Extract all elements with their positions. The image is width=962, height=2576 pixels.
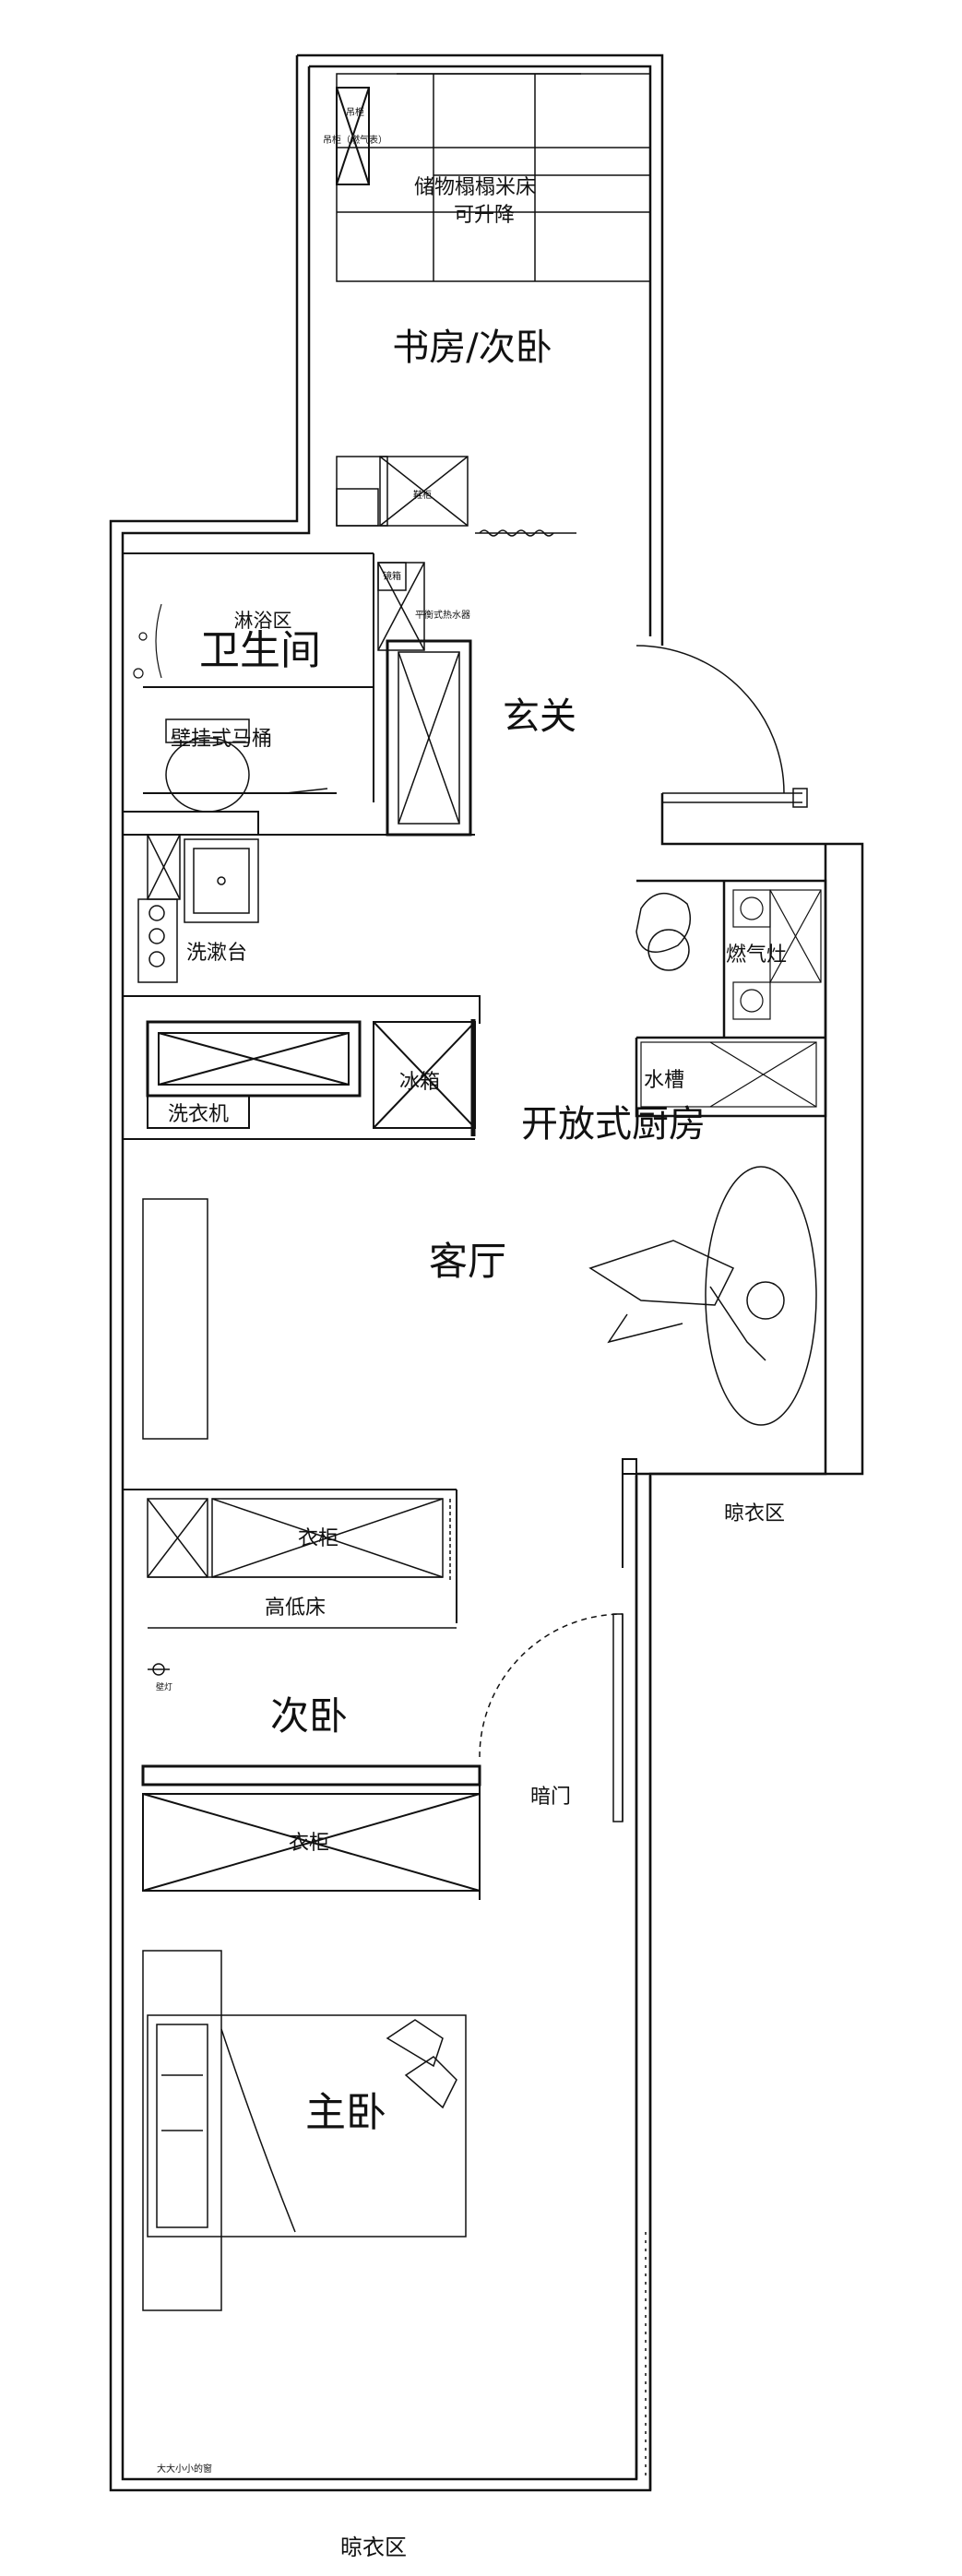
note-window: 大大小小的窗 xyxy=(157,2463,212,2475)
boiler-cabinet xyxy=(336,87,370,185)
entrance-cabinets xyxy=(377,562,472,837)
master-bed xyxy=(142,1950,467,2311)
label-fridge: 冰箱 xyxy=(399,1071,440,1094)
sink-unit xyxy=(640,1041,817,1108)
partition-walls xyxy=(123,1458,637,1623)
room-label-master-bedroom: 主卧 xyxy=(305,2089,386,2136)
washer-fridge-row xyxy=(123,995,481,1140)
label-shower: 淋浴区 xyxy=(234,610,292,632)
label-balcony-south: 晾衣区 xyxy=(340,2534,407,2560)
note-sconce: 壁灯 xyxy=(156,1681,172,1692)
bottom-wardrobe xyxy=(141,1764,481,1900)
second-bedroom-furniture xyxy=(147,1498,457,1676)
room-label-kitchen: 开放式厨房 xyxy=(521,1103,706,1146)
note-boiler-a: 吊柜（燃气表） xyxy=(323,134,387,146)
label-washbasin: 洗漱台 xyxy=(186,942,247,965)
label-sink: 水槽 xyxy=(644,1069,684,1092)
room-label-entrance: 玄关 xyxy=(503,695,576,738)
note-shoe: 鞋柜 xyxy=(413,489,432,501)
master-window xyxy=(148,2232,647,2480)
label-washer: 洗衣机 xyxy=(168,1103,229,1126)
tv-cabinet xyxy=(142,1198,208,1440)
kitchen-counter xyxy=(635,879,827,1118)
label-tatami-sub: 可升降 xyxy=(454,204,515,227)
toilet xyxy=(165,718,328,813)
stove xyxy=(732,889,822,1020)
note-mirror: 镜箱 xyxy=(383,570,401,582)
room-label-living: 客厅 xyxy=(429,1239,506,1284)
bathroom-walls xyxy=(123,552,475,836)
second-bedroom-door xyxy=(479,1613,624,1822)
room-label-study: 书房/次卧 xyxy=(392,326,552,369)
entrance-door xyxy=(635,645,808,808)
label-wardrobe-bottom: 衣柜 xyxy=(289,1832,329,1855)
label-balcony-east: 晾衣区 xyxy=(724,1502,785,1525)
label-tatami: 储物榻榻米床 xyxy=(414,176,536,199)
room-label-second-bedroom: 次卧 xyxy=(270,1693,348,1739)
washbasin xyxy=(137,834,259,983)
label-loft-bed: 高低床 xyxy=(265,1597,326,1620)
dining-set xyxy=(588,1166,817,1426)
label-wardrobe-top: 衣柜 xyxy=(298,1527,338,1550)
label-hidden-door: 暗门 xyxy=(530,1786,571,1809)
curtain-track xyxy=(475,529,576,537)
room-label-bathroom: 卫生间 xyxy=(199,627,321,674)
label-toilet: 壁挂式马桶 xyxy=(171,728,272,751)
note-water-heater: 平衡式热水器 xyxy=(415,609,470,621)
kitchen-person xyxy=(635,892,692,971)
study-cabinets xyxy=(336,456,469,527)
label-stove: 燃气灶 xyxy=(726,944,787,967)
note-boiler-b: 吊柜 xyxy=(346,106,364,118)
shower-area xyxy=(133,603,162,679)
